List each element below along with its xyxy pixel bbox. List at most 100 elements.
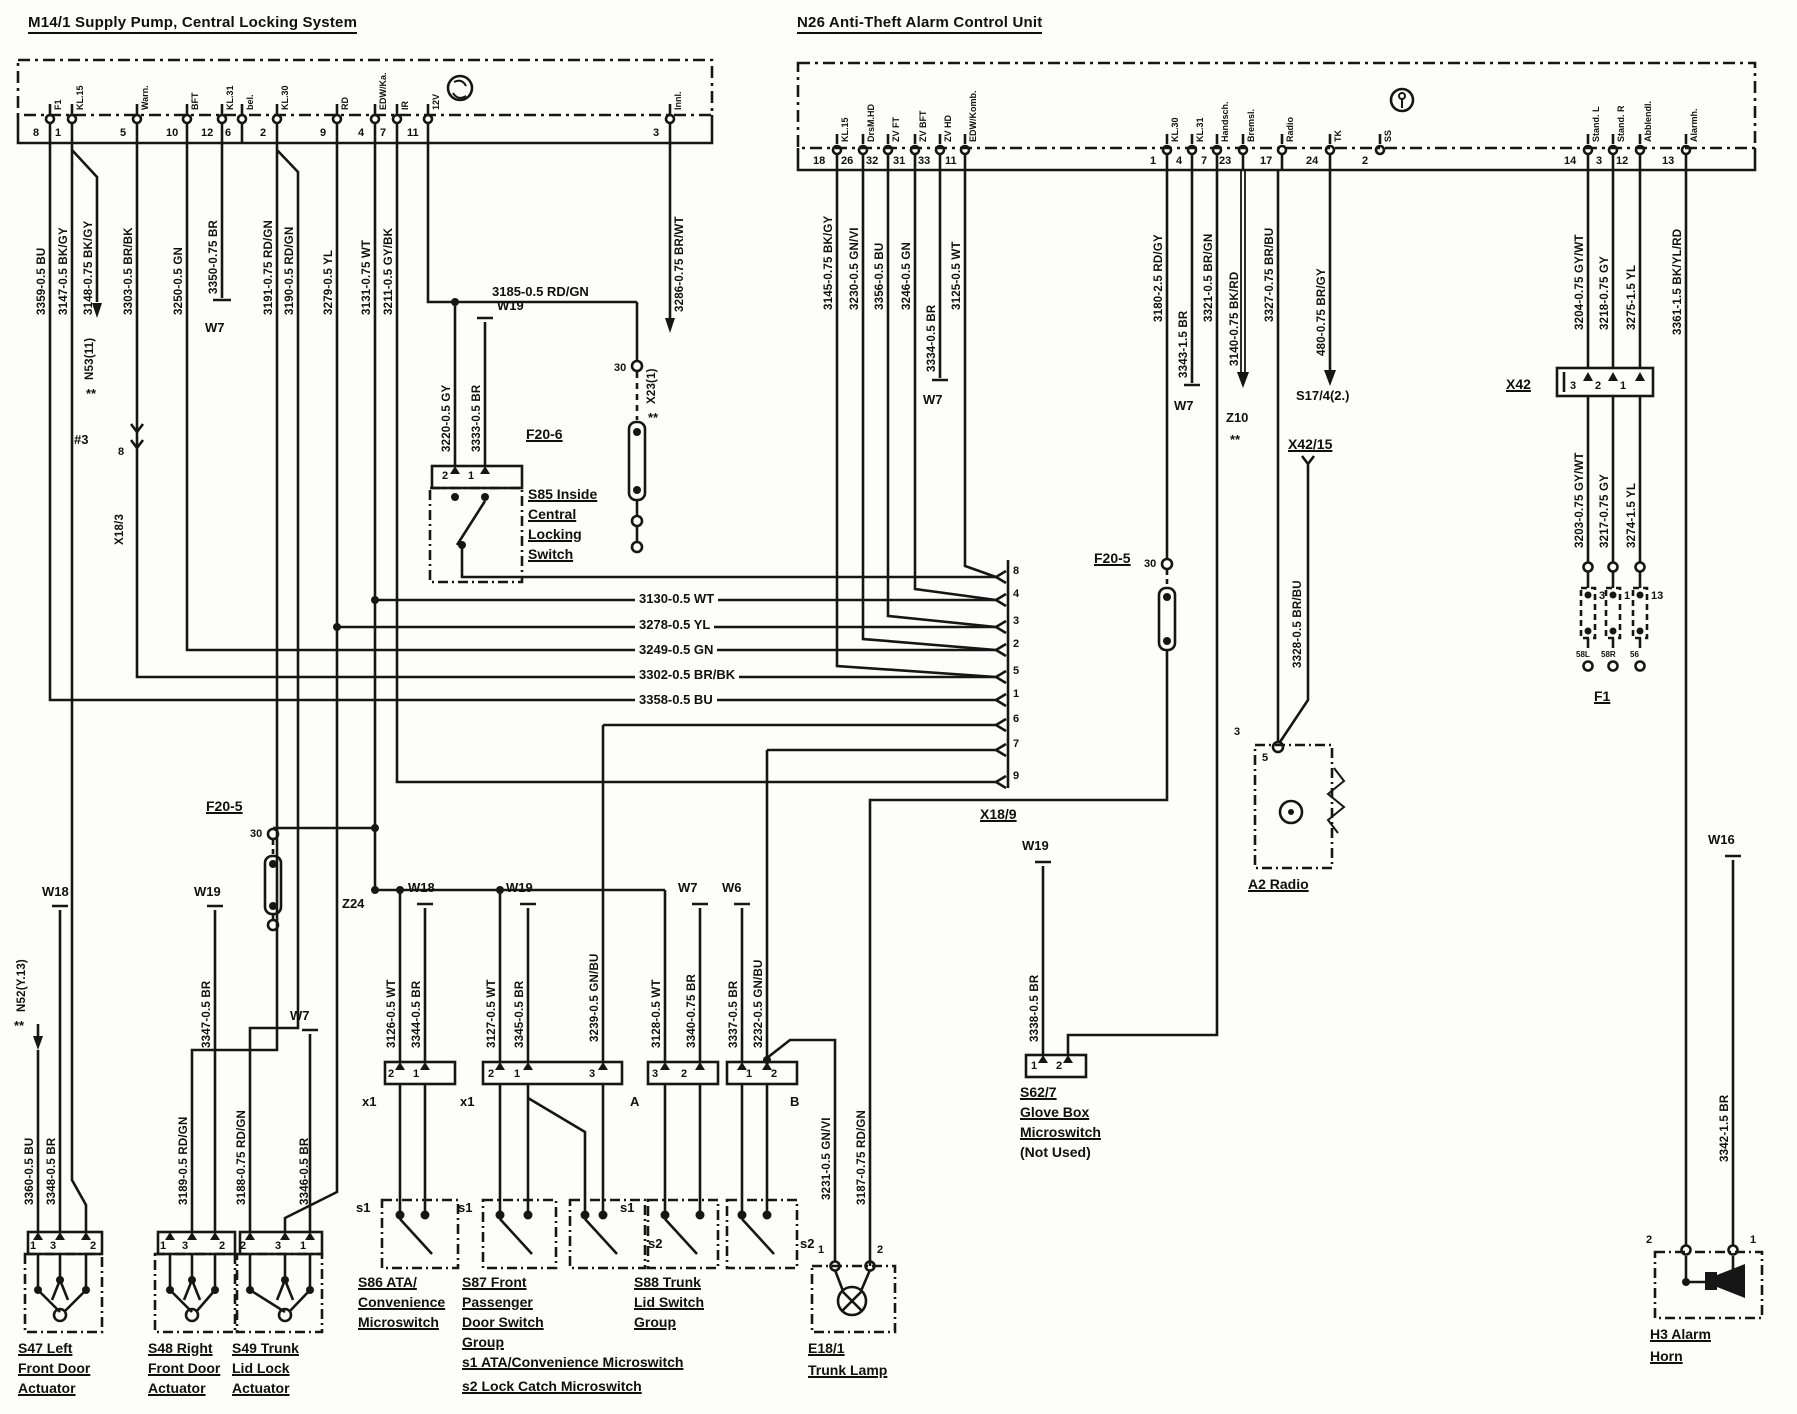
components-s88-lines-1: Lid Switch bbox=[634, 1294, 704, 1310]
grounds-w19: W19 bbox=[1022, 838, 1049, 853]
connectors-term30: 30 bbox=[1144, 558, 1157, 570]
m14-title: M14/1 Supply Pump, Central Locking Syste… bbox=[28, 14, 358, 34]
grounds-w6: W6 bbox=[722, 880, 742, 895]
components-s85-lines-3: Switch bbox=[528, 546, 574, 562]
junctions-left bbox=[92, 298, 675, 894]
components-s85-lines-2: Locking bbox=[528, 526, 582, 542]
n26-middle-arrows bbox=[1237, 370, 1336, 388]
components-s88-lines-0: S88 Trunk bbox=[634, 1274, 701, 1290]
components-s49-lines-2: Actuator bbox=[232, 1380, 290, 1396]
wires-w3203: 3203-0.75 GY/WT bbox=[1574, 452, 1586, 548]
n26-pins-5-num: 11 bbox=[945, 155, 957, 167]
n26-unit-box bbox=[796, 61, 1757, 172]
wires-w3344: 3344-0.5 BR bbox=[411, 980, 423, 1048]
wires-w3131: 3131-0.75 WT bbox=[361, 239, 373, 315]
buses-b3130: 3130-0.5 WT bbox=[635, 591, 719, 606]
s62-7-assembly bbox=[1024, 860, 1088, 1079]
wires-w3185: 3185-0.5 RD/GN bbox=[492, 284, 589, 299]
grounds-w19: W19 bbox=[194, 884, 221, 899]
connectors-n53: N53(11) bbox=[84, 337, 96, 380]
n26-pins-14-num: 3 bbox=[1596, 155, 1603, 167]
pump-icon bbox=[446, 74, 474, 102]
components-s47-lines-1: Front Door bbox=[18, 1360, 91, 1376]
connectors-x18_9-pins-3: 2 bbox=[1013, 638, 1020, 650]
m14-pins-8-label: EDW/Ka. bbox=[378, 72, 388, 110]
wires-w3204: 3204-0.75 GY/WT bbox=[1574, 234, 1586, 330]
m14-pins-5-num: 6 bbox=[225, 127, 232, 139]
components-s88-pinsA-0: 3 bbox=[652, 1068, 659, 1080]
n26-pins-12-num: 2 bbox=[1362, 155, 1369, 167]
n26-pins-7-label: KL.31 bbox=[1195, 117, 1205, 142]
grounds-w7: W7 bbox=[678, 880, 698, 895]
components-s47-pins-2: 2 bbox=[90, 1240, 97, 1252]
connectors-x18_9-pins-2: 3 bbox=[1013, 615, 1020, 627]
components-s85-pins-1: 1 bbox=[468, 470, 475, 482]
buses-b3302: 3302-0.5 BR/BK bbox=[635, 667, 740, 682]
n26-pins-10-label: Radio bbox=[1285, 116, 1295, 142]
wires-w3286: 3286-0.75 BR/WT bbox=[674, 216, 686, 312]
connectors-f20_5: F20-5 bbox=[1094, 550, 1131, 566]
m14-pins-10-num: 11 bbox=[407, 127, 419, 139]
components-s47-lines-2: Actuator bbox=[18, 1380, 76, 1396]
n26-pins-6-num: 1 bbox=[1150, 155, 1157, 167]
wires-w3230: 3230-0.5 GN/VI bbox=[849, 227, 861, 310]
components-s88-pinsB-0: 1 bbox=[746, 1068, 753, 1080]
n26-pins bbox=[831, 134, 1692, 170]
grounds-w16: W16 bbox=[1708, 832, 1735, 847]
m14-pins-5-label: bel. bbox=[245, 94, 255, 110]
components-s88-sw1: s1 bbox=[620, 1200, 635, 1215]
connectors-n52: N52(Y.13) bbox=[16, 959, 28, 1012]
x18-3-connector bbox=[129, 423, 145, 451]
components-h3-pins-1: 1 bbox=[1750, 1234, 1757, 1246]
connectors-term30: 30 bbox=[250, 828, 263, 840]
components-h3-pins-0: 2 bbox=[1646, 1234, 1653, 1246]
x18-9-connector bbox=[995, 560, 1010, 790]
m14-pins-11-num: 3 bbox=[653, 127, 660, 139]
mid-grounds bbox=[417, 723, 996, 1062]
connectors-stars: ** bbox=[86, 386, 97, 401]
notes-1: s2 Lock Catch Microswitch bbox=[462, 1378, 642, 1394]
connectors-x42_15: X42/15 bbox=[1288, 436, 1333, 452]
m14-unit-box bbox=[16, 58, 714, 145]
n26-pins-15-label: Abblendl. bbox=[1643, 101, 1653, 142]
components-e18-pins-1: 2 bbox=[877, 1244, 884, 1256]
wires-w3334: 3334-0.5 BR bbox=[926, 304, 938, 372]
wires-w3188: 3188-0.75 RD/GN bbox=[236, 1109, 248, 1205]
wires-w3337: 3337-0.5 BR bbox=[728, 980, 740, 1048]
connectors-f1-terms-2: 56 bbox=[1630, 650, 1639, 659]
n26-pins-0-label: KL.15 bbox=[840, 117, 850, 142]
buses-b3249: 3249-0.5 GN bbox=[635, 642, 718, 657]
wires-w3347: 3347-0.5 BR bbox=[201, 980, 213, 1048]
notes-0: s1 ATA/Convenience Microswitch bbox=[462, 1354, 684, 1370]
grounds-w18: W18 bbox=[408, 880, 435, 895]
wires-w3343: 3343-1.5 BR bbox=[1178, 310, 1190, 378]
connectors-s17: S17/4(2.) bbox=[1296, 388, 1350, 403]
wires-w3220: 3220-0.5 GY bbox=[441, 384, 453, 452]
wires-w3338: 3338-0.5 BR bbox=[1029, 974, 1041, 1042]
m14-pins-1-label: KL.15 bbox=[75, 85, 85, 110]
components-a2-label: A2 Radio bbox=[1248, 876, 1309, 892]
components-s87-pins-0: 2 bbox=[488, 1068, 495, 1080]
connectors-x18_9-pins-0: 8 bbox=[1013, 565, 1020, 577]
m14-pins-3-label: BFT bbox=[190, 92, 200, 111]
wires-w3279: 3279-0.5 YL bbox=[323, 249, 335, 315]
components-a2-pin: 5 bbox=[1262, 752, 1269, 764]
n26-pins-9-num: 23 bbox=[1219, 155, 1232, 167]
n26-left-wires bbox=[835, 170, 997, 679]
components-s86-conn: x1 bbox=[362, 1094, 377, 1109]
wires-w3342: 3342-1.5 BR bbox=[1719, 1094, 1731, 1162]
n26-pins-13-label: Stand. L bbox=[1591, 106, 1601, 143]
connectors-x42-pins-1: 2 bbox=[1595, 380, 1602, 392]
m14-pins-4-label: KL.31 bbox=[225, 85, 235, 110]
n26-pins-2-label: ZV FT bbox=[891, 117, 901, 142]
components-s62-pins-0: 1 bbox=[1031, 1060, 1038, 1072]
connectors-f20_5: F20-5 bbox=[206, 798, 243, 814]
wires-w3246: 3246-0.5 GN bbox=[901, 241, 913, 310]
n26-pins-11-num: 24 bbox=[1306, 155, 1319, 167]
components-s48-lines-2: Actuator bbox=[148, 1380, 206, 1396]
switch-connectors bbox=[383, 1060, 799, 1086]
m14-pins-6-num: 2 bbox=[260, 127, 267, 139]
connectors-f1-fuses-0: 3 bbox=[1599, 590, 1606, 602]
connectors-f1-fuses-1: 1 bbox=[1624, 590, 1631, 602]
grounds-w19: W19 bbox=[506, 880, 533, 895]
